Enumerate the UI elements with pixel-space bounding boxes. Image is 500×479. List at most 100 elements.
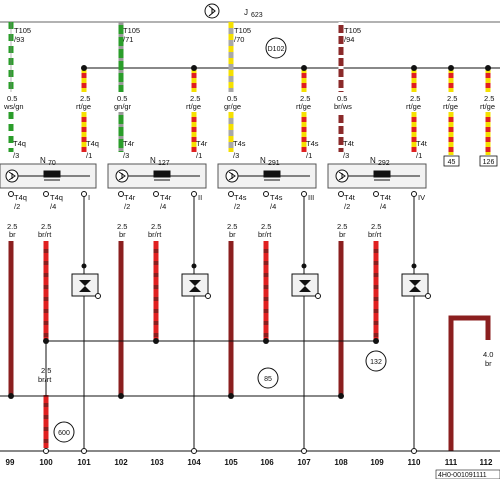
svg-text:/3: /3 bbox=[123, 151, 129, 160]
lower-wire-size-2: 2.5 bbox=[41, 222, 51, 231]
power-wire-2 bbox=[191, 65, 197, 152]
pin-label-n291-1b: /2 bbox=[234, 202, 240, 211]
col-105: 105 bbox=[224, 458, 238, 467]
top-connector-4: T105 bbox=[344, 26, 361, 35]
pin-label-n127-1b: /2 bbox=[124, 202, 130, 211]
lower-wire-color-4: br/rt bbox=[148, 230, 162, 239]
top-connector-1: T105 bbox=[14, 26, 31, 35]
svg-text:T4r: T4r bbox=[196, 139, 208, 148]
ref-box-45 bbox=[443, 155, 460, 167]
wire-color-6: rt/ge bbox=[296, 102, 311, 111]
svg-text:T4s: T4s bbox=[306, 139, 319, 148]
power-wire-5 bbox=[448, 65, 454, 155]
lower-wire-color-1: br bbox=[9, 230, 16, 239]
roman-label-1: I bbox=[88, 193, 90, 202]
pin-label-n291-2: T4s bbox=[270, 193, 283, 202]
top-connector-3-pin: /70 bbox=[234, 35, 244, 44]
brown-red-wires bbox=[43, 241, 379, 448]
svg-text:127: 127 bbox=[158, 160, 170, 167]
col-102: 102 bbox=[114, 458, 128, 467]
terminal-circles bbox=[43, 448, 417, 454]
wire-size-10: 2.5 bbox=[484, 94, 494, 103]
pin-label-n292-1: T4t bbox=[344, 193, 356, 202]
wire-size-7: 0.5 bbox=[337, 94, 347, 103]
ref-circle-132 bbox=[365, 350, 387, 372]
pin-label-n127-1: T4r bbox=[124, 193, 136, 202]
pin-label-n70-1: T4q bbox=[14, 193, 27, 202]
svg-text:/3: /3 bbox=[343, 151, 349, 160]
brown-wires bbox=[8, 241, 344, 396]
svg-text:T4r: T4r bbox=[123, 139, 135, 148]
ground-symbol-icon bbox=[204, 3, 220, 19]
lower-wire-color-5: br bbox=[229, 230, 236, 239]
top-connector-4-pin: /94 bbox=[344, 35, 354, 44]
ref-box-45-label: 45 bbox=[448, 159, 456, 166]
doc-ref: 4H0-001091111 bbox=[438, 472, 487, 479]
wire-color-8: rt/ge bbox=[406, 102, 421, 111]
wire-size-2: 2.5 bbox=[80, 94, 90, 103]
col-109: 109 bbox=[370, 458, 384, 467]
svg-text:/1: /1 bbox=[196, 151, 202, 160]
right-wire-color: br bbox=[485, 359, 492, 368]
wire-color-3: gn/gr bbox=[114, 102, 132, 111]
lower-wire-color-2: br/rt bbox=[38, 230, 52, 239]
lower-wire-color-8: br/rt bbox=[368, 230, 382, 239]
power-wire-4 bbox=[411, 65, 417, 152]
col-108: 108 bbox=[334, 458, 348, 467]
col-99: 99 bbox=[6, 458, 15, 467]
junction-dots bbox=[8, 263, 417, 399]
ref-circle-600 bbox=[53, 421, 75, 443]
ref-circle-600-label: 600 bbox=[58, 430, 70, 437]
pin-label-n291-1: T4s bbox=[234, 193, 247, 202]
ref-box-126-label: 126 bbox=[483, 159, 495, 166]
svg-text:T4t: T4t bbox=[416, 139, 428, 148]
wire-size-3: 0.5 bbox=[117, 94, 127, 103]
lower-wire-size-6: 2.5 bbox=[261, 222, 271, 231]
lower-wire-size-4: 2.5 bbox=[151, 222, 161, 231]
wire-color-9: rt/ge bbox=[443, 102, 458, 111]
svg-text:T4q: T4q bbox=[86, 139, 99, 148]
wire-color-5: gr/ge bbox=[224, 102, 241, 111]
svg-text:70: 70 bbox=[48, 160, 56, 167]
lower-wire-size-3: 2.5 bbox=[117, 222, 127, 231]
right-loop-wire bbox=[448, 315, 491, 451]
pin-label-n291-2b: /4 bbox=[270, 202, 276, 211]
svg-text:/3: /3 bbox=[13, 151, 19, 160]
svg-text:N: N bbox=[370, 156, 376, 165]
wire-color-4: rt/ge bbox=[186, 102, 201, 111]
pin-label-n292-1b: /2 bbox=[344, 202, 350, 211]
thin-lines bbox=[0, 196, 415, 451]
roman-label-3: III bbox=[308, 193, 314, 202]
bus-circle-label: D102 bbox=[268, 46, 285, 53]
wire-color-7: br/ws bbox=[334, 102, 352, 111]
col-101: 101 bbox=[77, 458, 91, 467]
wire-size-1: 0.5 bbox=[7, 94, 17, 103]
svg-text:/1: /1 bbox=[416, 151, 422, 160]
power-wire-1 bbox=[81, 65, 87, 152]
top-connector-1-pin: /93 bbox=[14, 35, 24, 44]
roman-label-4: IV bbox=[418, 193, 425, 202]
wire-color-1: ws/gn bbox=[3, 102, 24, 111]
diode-symbol-icon bbox=[71, 273, 431, 299]
col-110: 110 bbox=[408, 458, 421, 467]
top-connector-2: T105 bbox=[123, 26, 140, 35]
component-pins bbox=[8, 191, 417, 197]
relay-label: J bbox=[244, 8, 248, 17]
pin-label-n127-2: T4r bbox=[160, 193, 172, 202]
mid-wire-color: br/rt bbox=[38, 375, 52, 384]
lower-wire-size-8: 2.5 bbox=[371, 222, 381, 231]
col-104: 104 bbox=[187, 458, 201, 467]
roman-label-2: II bbox=[198, 193, 202, 202]
col-107: 107 bbox=[297, 458, 311, 467]
wire-size-6: 2.5 bbox=[300, 94, 310, 103]
pin-label-n127-2b: /4 bbox=[160, 202, 166, 211]
top-connector-3: T105 bbox=[234, 26, 251, 35]
svg-text:T4t: T4t bbox=[343, 139, 355, 148]
pin-label-n292-2: T4t bbox=[380, 193, 392, 202]
col-112: 112 bbox=[480, 458, 493, 467]
svg-text:N: N bbox=[150, 156, 156, 165]
col-111: 111 bbox=[445, 458, 458, 467]
col-103: 103 bbox=[150, 458, 164, 467]
doc-ref-box bbox=[435, 469, 500, 479]
